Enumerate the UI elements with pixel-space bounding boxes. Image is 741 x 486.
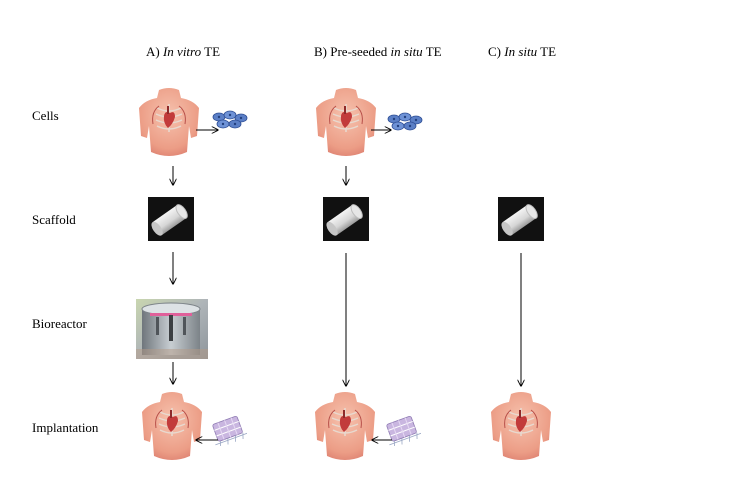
scaffold-image-c <box>498 197 544 241</box>
bioreactor-image <box>136 299 208 359</box>
column-header-pre-seeded-in-situ: B) Pre-seeded in situ TE <box>314 44 442 59</box>
column-header-in-vitro: A) In vitro TE <box>146 44 221 59</box>
row-label-scaffold: Scaffold <box>32 212 76 227</box>
row-label-bioreactor: Bioreactor <box>32 316 87 331</box>
row-label-cells: Cells <box>32 108 59 123</box>
column-header-in-situ: C) In situ TE <box>488 44 557 59</box>
scaffold-image-b <box>323 197 369 241</box>
scaffold-image-a <box>148 197 194 241</box>
row-label-implantation: Implantation <box>32 420 99 435</box>
